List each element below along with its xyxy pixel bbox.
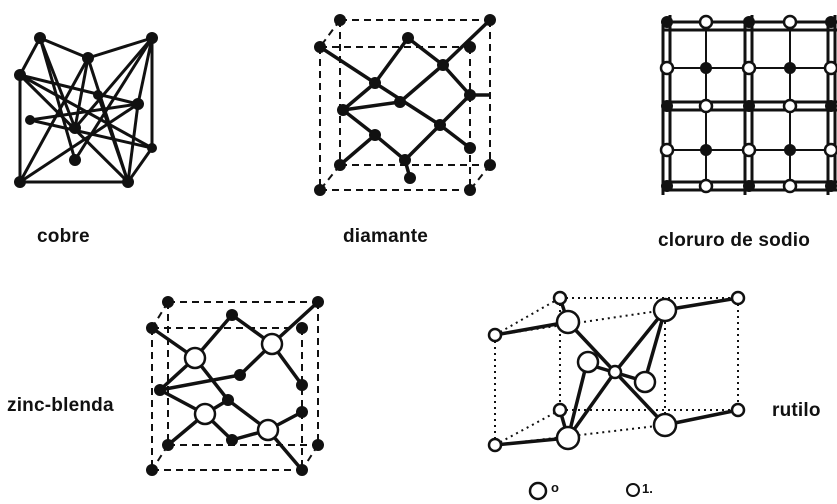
copper-label: cobre xyxy=(37,226,90,247)
diamond-atoms xyxy=(314,14,496,196)
legend-small-label: 1. xyxy=(642,481,653,496)
nacl-atoms xyxy=(659,14,837,194)
diamond-label: diamante xyxy=(343,226,429,247)
legend-large-atom-icon xyxy=(528,481,548,501)
diamond-bonds xyxy=(319,18,492,179)
nacl-label: cloruro de sodio xyxy=(658,230,811,251)
rutile-atoms xyxy=(487,290,746,453)
zincblende-label: zinc-blenda xyxy=(7,395,114,416)
copper-atoms xyxy=(14,32,158,188)
diamond-cube-edges xyxy=(319,19,491,191)
legend-large-label: o xyxy=(551,480,559,495)
copper-structure xyxy=(18,36,154,184)
legend-small-atom-icon xyxy=(626,483,640,497)
rutile-label: rutilo xyxy=(772,400,821,421)
zincblende-atoms xyxy=(146,296,324,476)
